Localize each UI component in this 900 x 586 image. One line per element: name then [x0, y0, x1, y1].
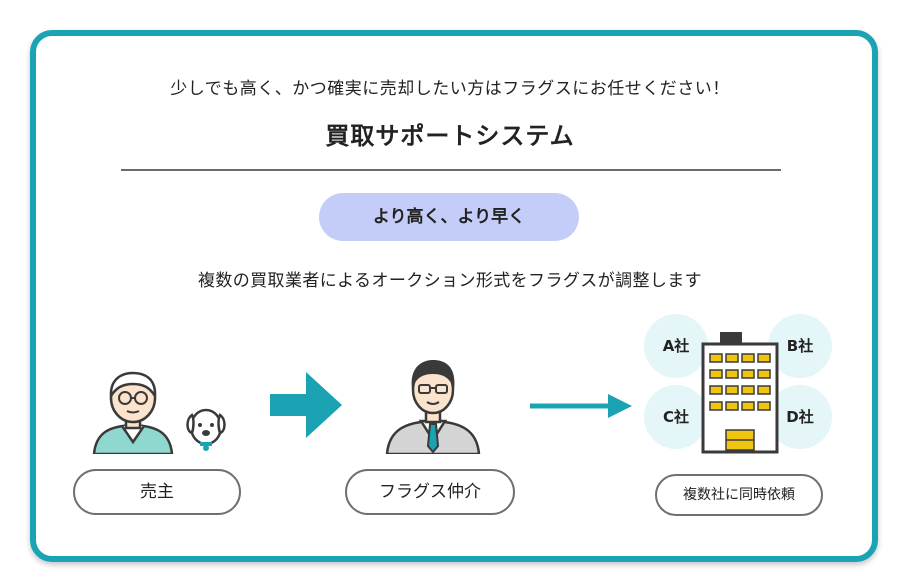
title-divider — [121, 169, 781, 171]
company-d-circle: D社 — [768, 385, 832, 449]
companies-label: 複数社に同時依頼 — [655, 474, 823, 516]
page-title: 買取サポートシステム — [325, 122, 575, 150]
seller-label: 売主 — [73, 469, 241, 515]
seller-person-icon — [92, 371, 174, 454]
description-text: 複数の買取業者によるオークション形式をフラグスが調整します — [197, 271, 703, 291]
building-icon — [701, 332, 779, 454]
broker-person-icon — [385, 360, 481, 454]
thin-arrow-icon — [530, 394, 632, 418]
company-c-circle: C社 — [644, 385, 708, 449]
broker-label: フラグス仲介 — [345, 469, 515, 515]
company-a-circle: A社 — [644, 314, 708, 378]
company-b-circle: B社 — [768, 314, 832, 378]
highlight-pill: より高く、より早く — [319, 193, 579, 241]
dog-icon — [186, 408, 226, 451]
lead-text: 少しでも高く、かつ確実に売却したい方はフラグスにお任せください！ — [170, 79, 730, 99]
big-arrow-icon — [270, 372, 342, 438]
